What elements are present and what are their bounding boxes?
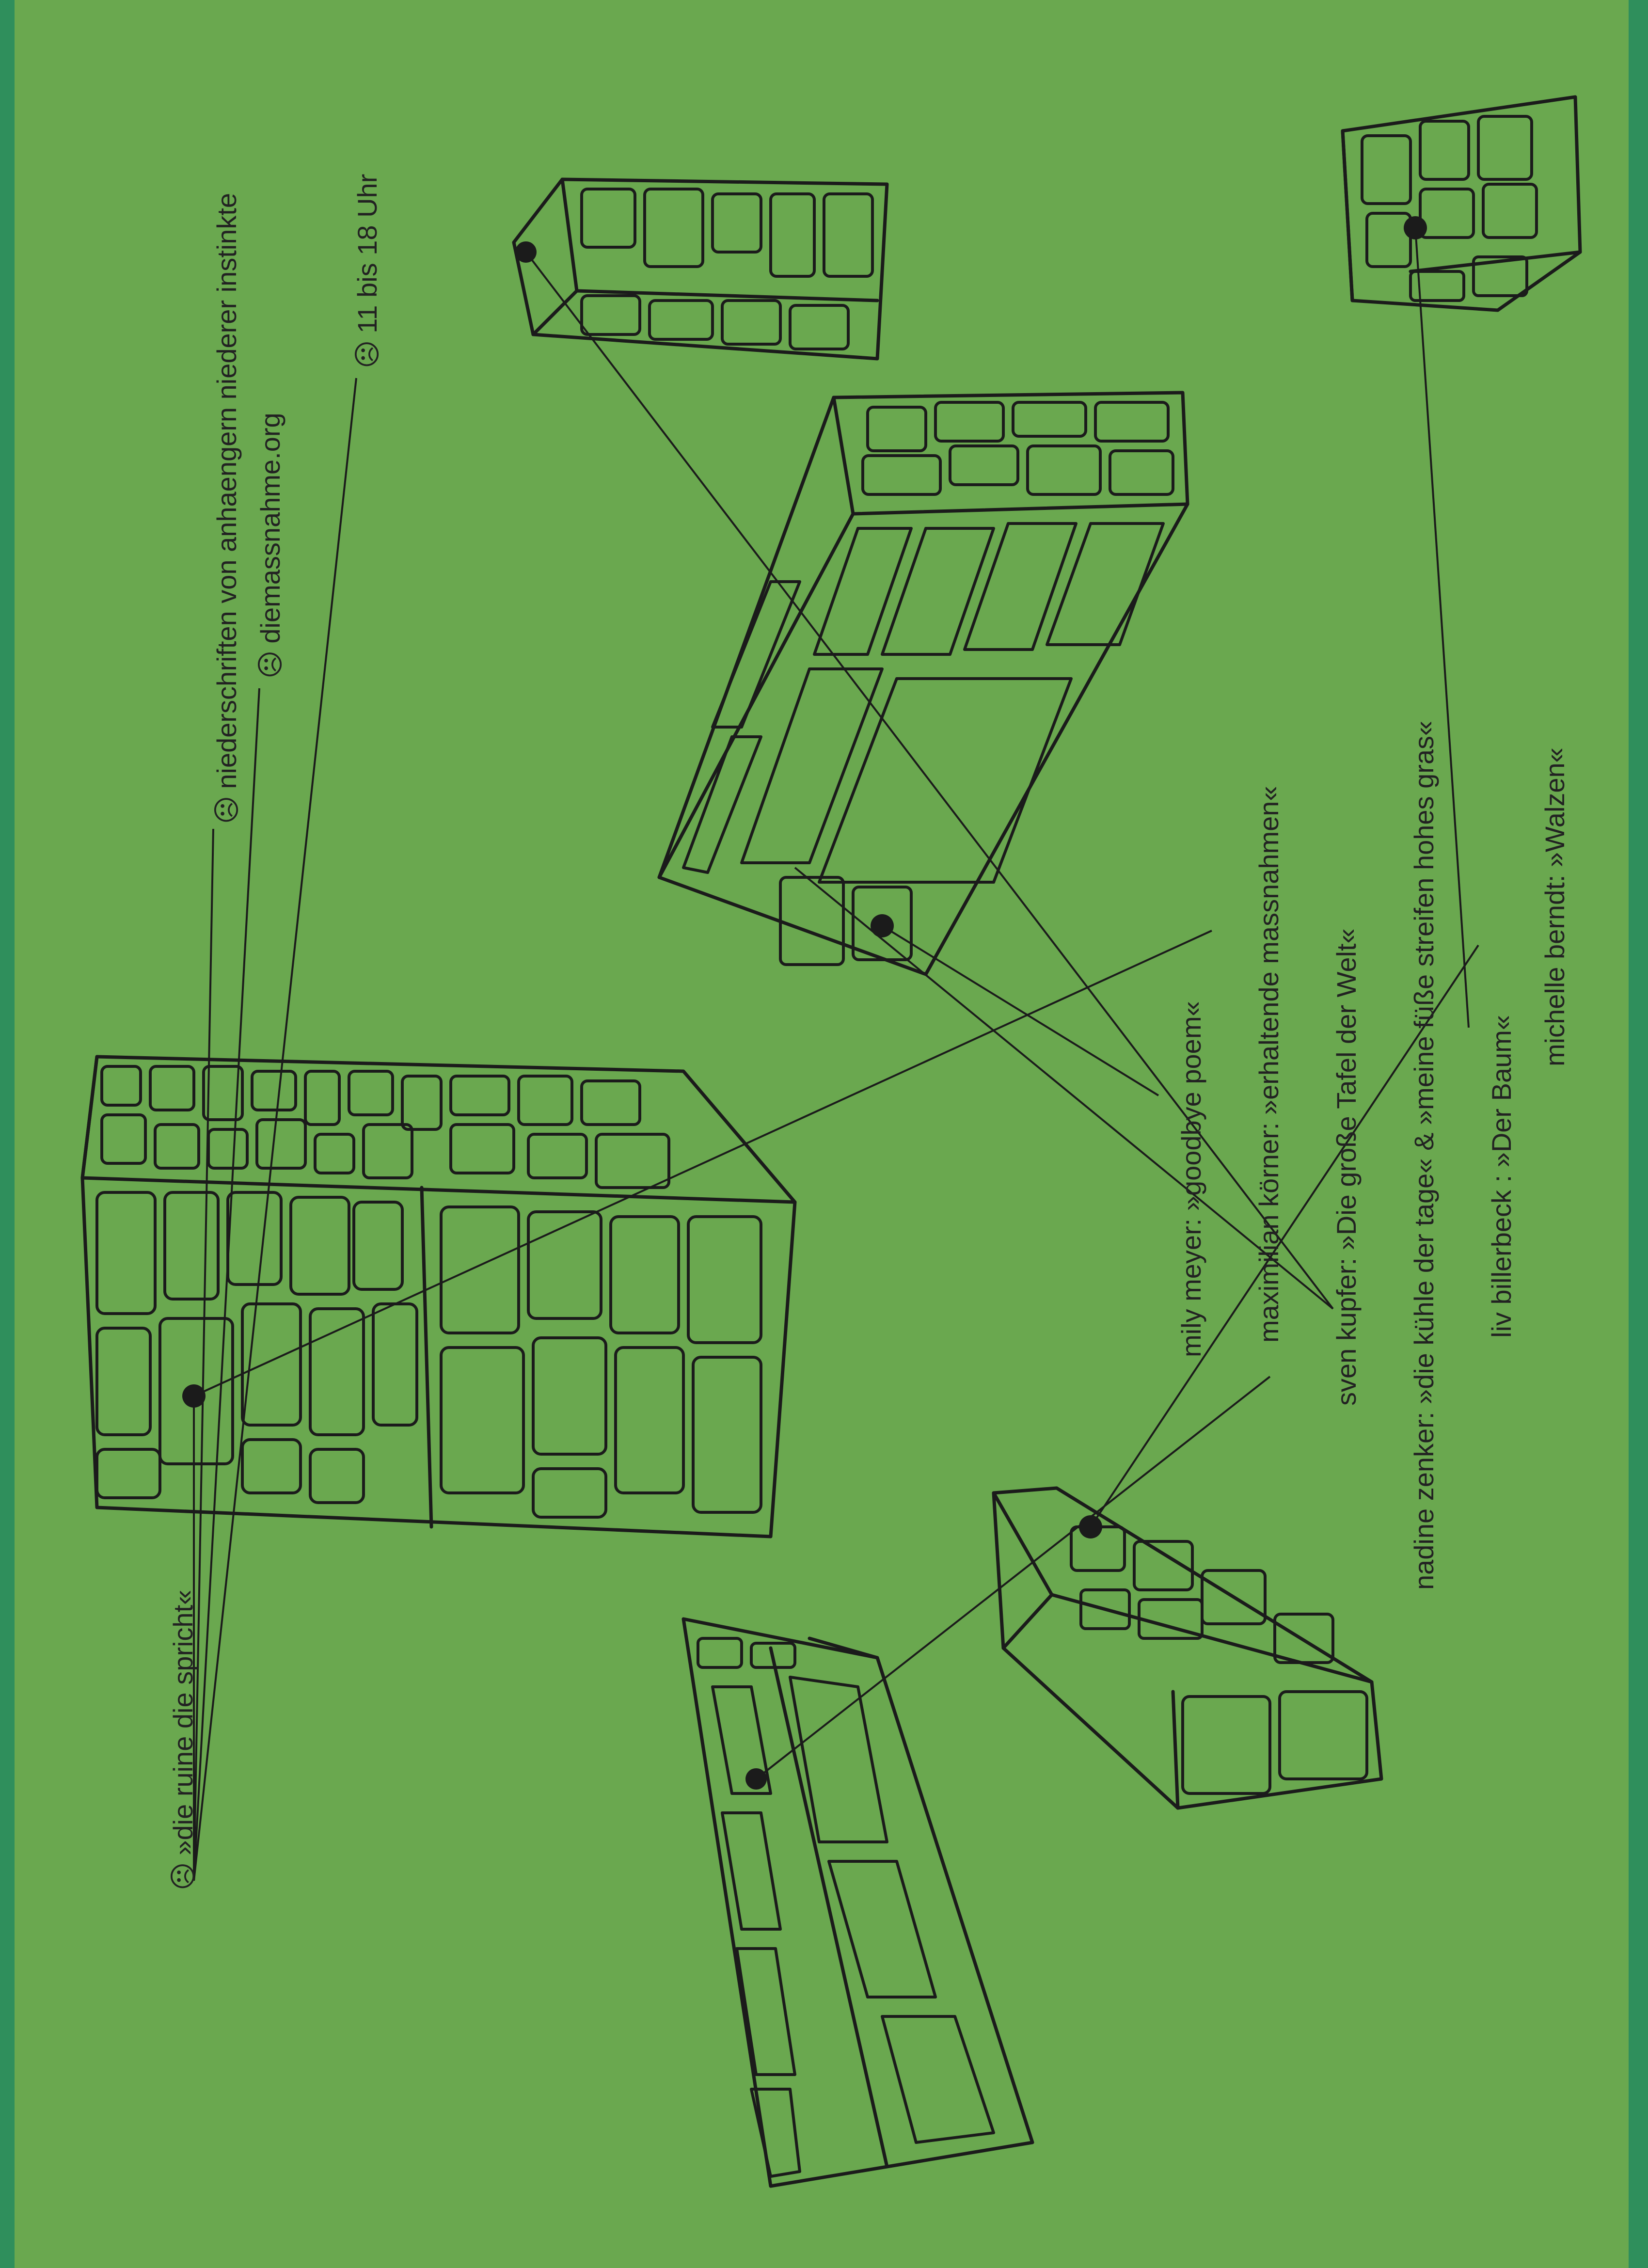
poster-paper: ☹»die ruine die spricht« ☹niederschrifte… (15, 0, 1629, 2268)
work-nadine-zenker: nadine zenker: »die kühle der tage« & »m… (1409, 720, 1439, 1590)
work-michelle-berndt: michelle berndt: »Walzen« (1539, 747, 1570, 1066)
block-small-right (1341, 95, 1582, 312)
work-mily-meyer: mily meyer: »goodbye poem« (1176, 1001, 1206, 1357)
smiley-icon: ☹ (168, 1862, 198, 1890)
block-leaning-bottom (681, 1617, 1034, 2188)
work-sven-kupfer: sven kupfer: »Die große Tafel der Welt« (1331, 928, 1362, 1406)
block-tilted-center (657, 391, 1189, 976)
block-lower-right (992, 1486, 1383, 1810)
ruin-drawings (80, 95, 1582, 2188)
work-liv-billerbeck: liv billerbeck : »Der Baum« (1486, 1015, 1517, 1338)
smiley-icon: ☹ (211, 795, 242, 824)
event-subtitle: ☹niederschriften von anhaengern niederer… (211, 192, 242, 824)
smiley-icon: ☹ (352, 340, 382, 368)
website-link[interactable]: ☹diemassnahme.org (255, 412, 285, 679)
block-large-ruin (80, 1055, 797, 1538)
work-maximilian-koerner: maximilian körner: »erhaltende massnahme… (1253, 786, 1284, 1343)
opening-hours: ☹11 bis 18 Uhr (352, 174, 382, 368)
block-small-top (512, 177, 889, 361)
connector-lines (193, 227, 1479, 1881)
smiley-icon: ☹ (255, 650, 285, 679)
event-title: ☹»die ruine die spricht« (168, 1589, 198, 1890)
